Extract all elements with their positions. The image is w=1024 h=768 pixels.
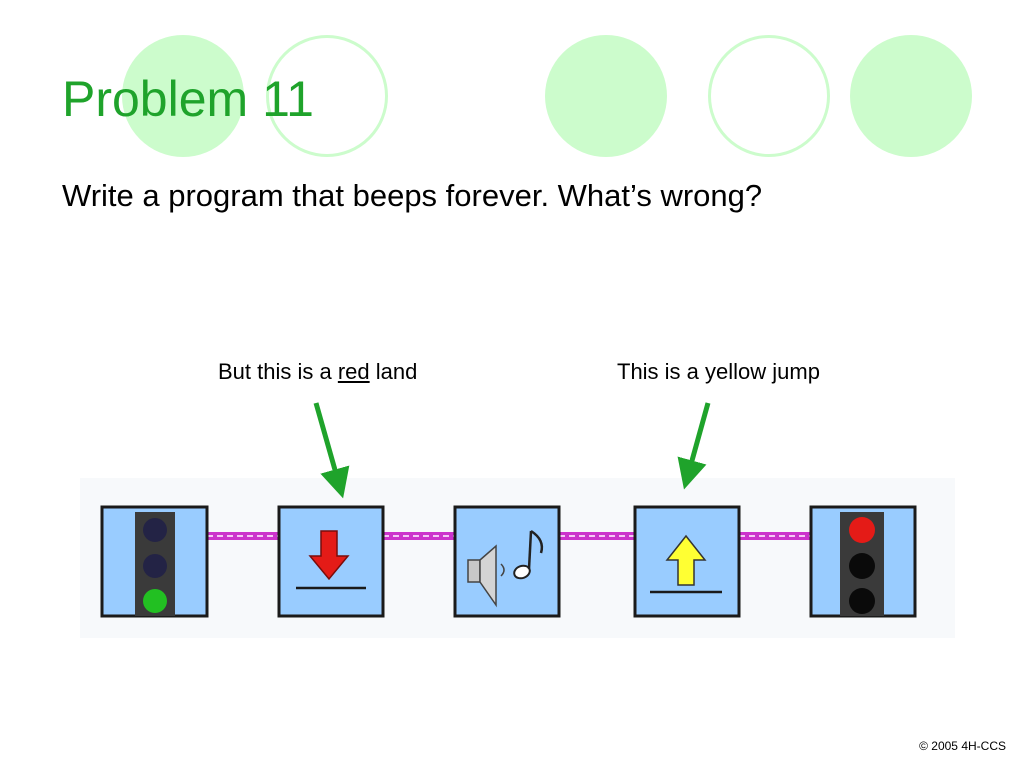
copyright-footer: © 2005 4H-CCS [919, 739, 1006, 753]
decor-circle-1 [122, 35, 244, 157]
decor-circle-2 [545, 35, 667, 157]
start-traffic-light-block[interactable] [100, 505, 209, 618]
arrow-to-yellow-jump [677, 402, 711, 490]
callout-red-land-suffix: land [369, 359, 418, 384]
callout-red-land: But this is a red land [218, 361, 417, 383]
slide-subtitle: Write a program that beeps forever. What… [62, 178, 763, 213]
down-arrow-red-icon [296, 530, 366, 590]
decor-circle-3 [850, 35, 972, 157]
speaker-note-icon [467, 529, 544, 608]
wire-group [207, 532, 811, 540]
traffic-light-green-icon [135, 512, 175, 616]
stop-traffic-light-block[interactable] [809, 505, 917, 618]
beep-sound-block[interactable] [453, 505, 561, 618]
arrow-to-red-land [313, 402, 350, 499]
traffic-light-red-icon [840, 512, 884, 616]
wire-3 [559, 532, 635, 540]
callout-yellow-jump: This is a yellow jump [617, 359, 820, 384]
up-arrow-yellow-icon [650, 534, 722, 594]
callout-red-land-prefix: But this is a [218, 359, 338, 384]
yellow-jump-block[interactable] [633, 505, 741, 618]
callout-red-land-emphasis: red [337, 359, 370, 384]
slide-title: Problem 11 [62, 71, 314, 127]
red-land-block[interactable] [277, 505, 385, 618]
decor-ring-2 [708, 35, 830, 157]
decor-ring-1 [266, 35, 388, 157]
